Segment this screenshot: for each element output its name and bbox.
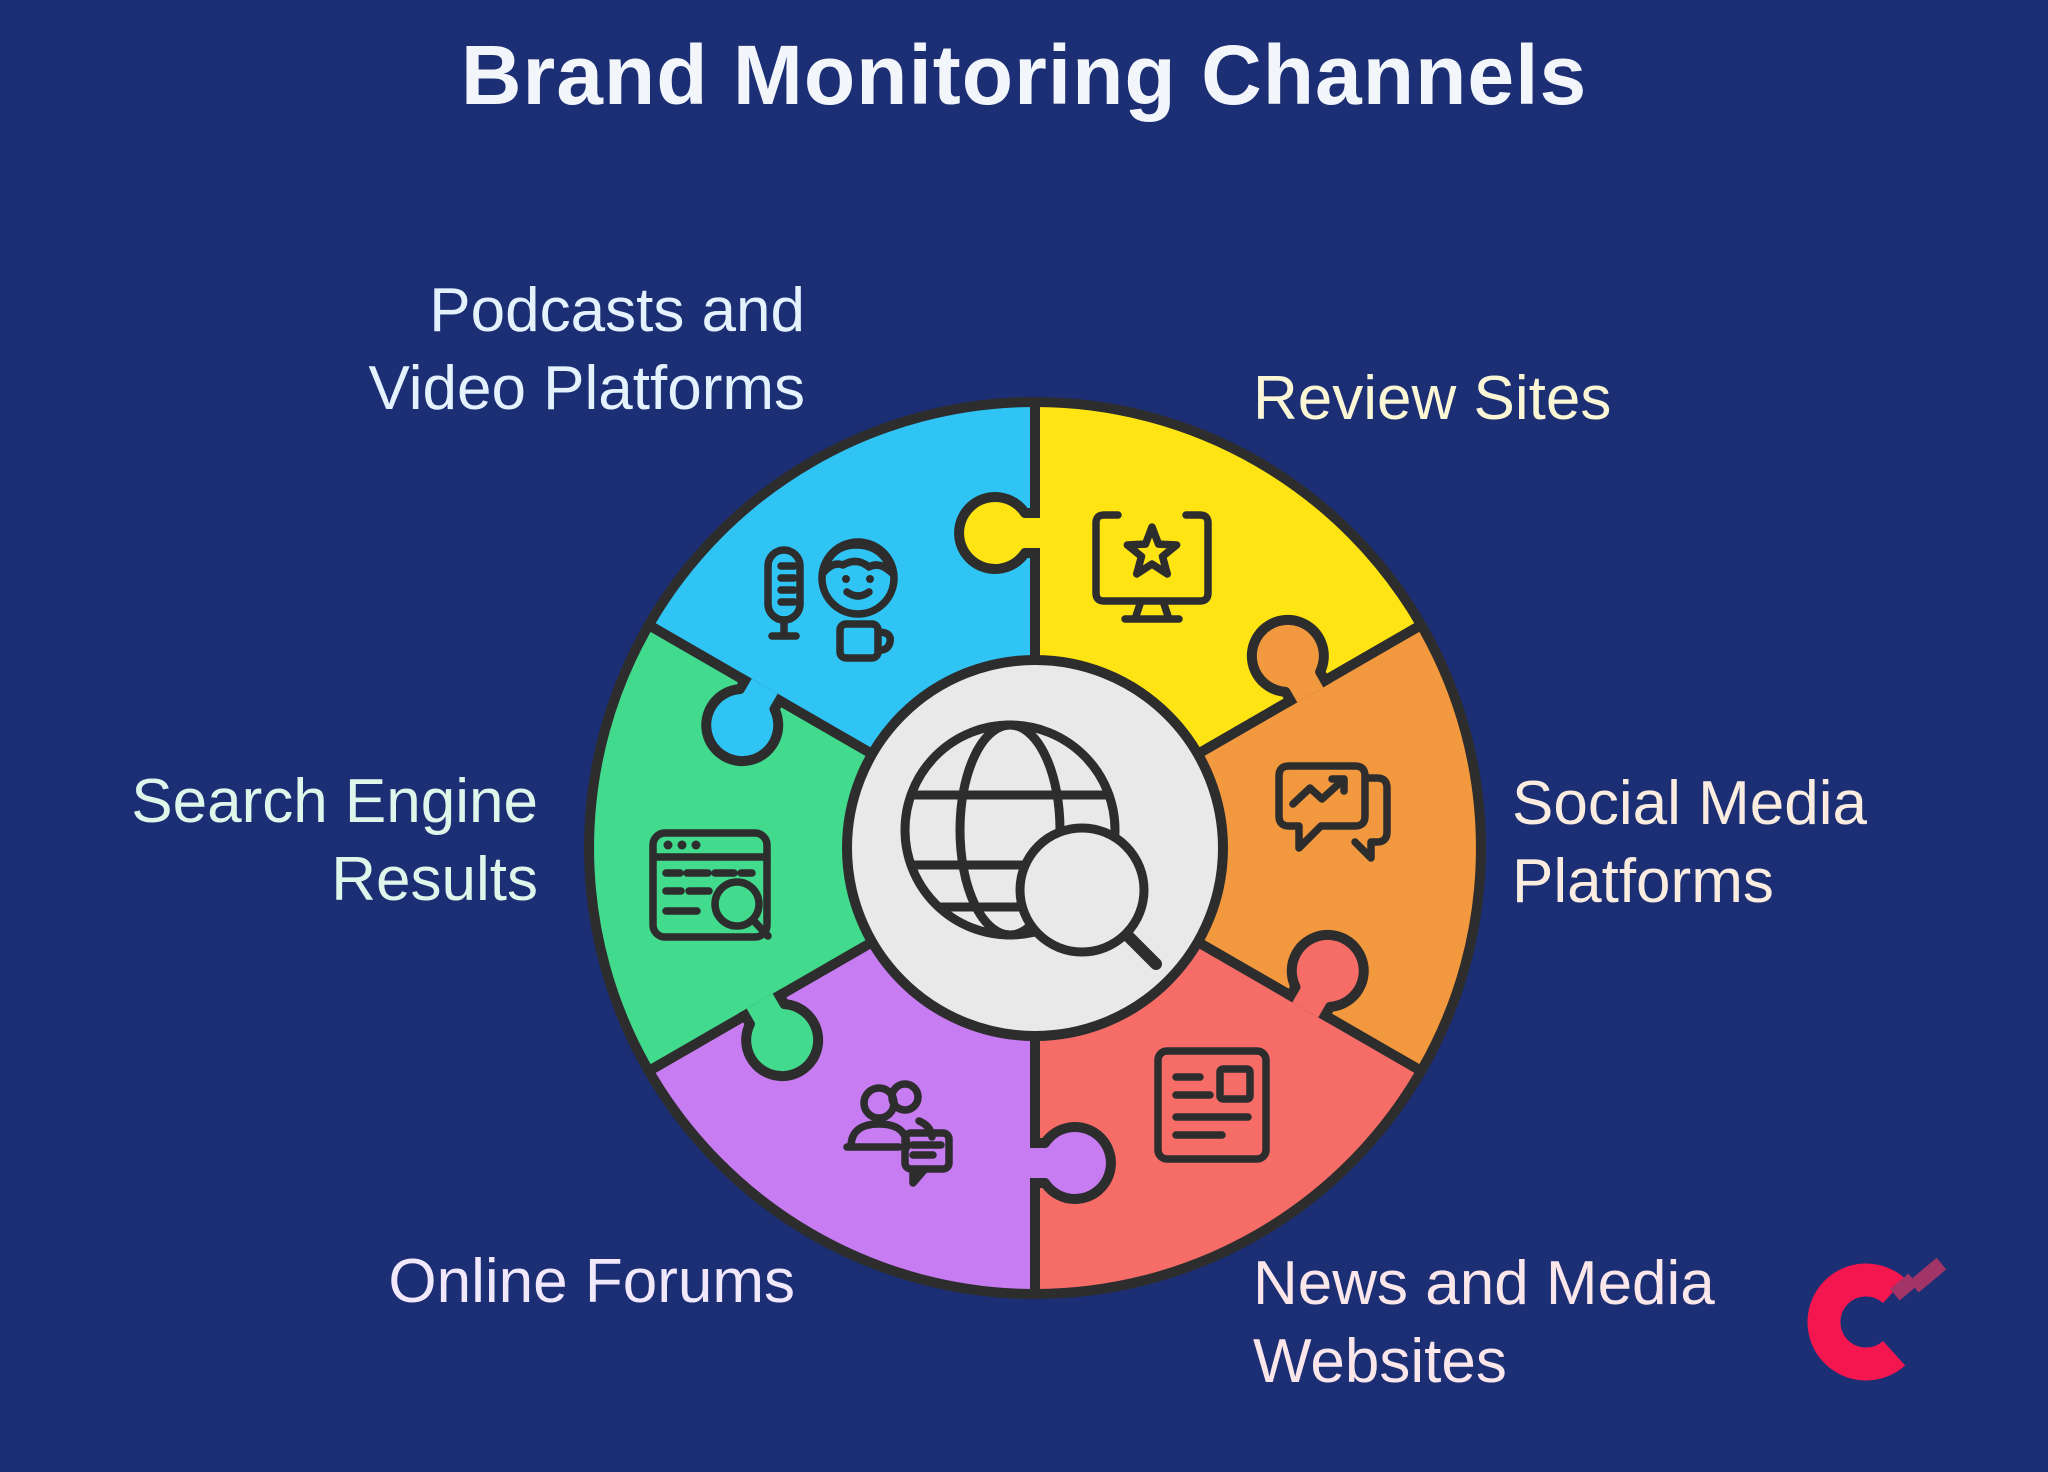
segment-search-engine-results (584, 620, 1040, 1076)
label-news-and-media-websites: News and Media Websites (1253, 1245, 1715, 1401)
newspaper-icon (1154, 1047, 1270, 1163)
tab-search-engine-results (738, 988, 824, 1082)
label-line: Platforms (1512, 847, 1774, 916)
label-online-forums: Online Forums (388, 1243, 795, 1321)
label-line: Search Engine (131, 767, 538, 836)
label-line: Websites (1253, 1327, 1507, 1396)
monitor-star-icon (1092, 511, 1212, 623)
tab-news-and-media-websites (1283, 929, 1369, 1023)
tab-social-media-platforms (1246, 614, 1332, 708)
label-line: Online Forums (388, 1247, 795, 1316)
logo-c-mark (1807, 1263, 1906, 1381)
tab-podcasts-and-video-platforms (701, 673, 787, 767)
label-line: News and Media (1253, 1249, 1715, 1318)
label-review-sites: Review Sites (1253, 360, 1611, 438)
podcast-icon (764, 538, 898, 662)
page-title: Brand Monitoring Channels (460, 28, 1588, 122)
label-podcasts-and-video-platforms: Podcasts and Video Platforms (368, 272, 805, 428)
tab-review-sites (954, 492, 1040, 574)
logo-slash-icon (1890, 1257, 1946, 1301)
label-line: Social Media (1512, 769, 1867, 838)
label-line: Podcasts and (429, 276, 805, 345)
label-line: Video Platforms (368, 354, 805, 423)
label-search-engine-results: Search Engine Results (131, 763, 538, 919)
chat-trend-icon (1275, 762, 1391, 862)
segment-social-media-platforms (1030, 620, 1486, 1076)
label-line: Review Sites (1253, 364, 1612, 433)
brand-logo (1807, 1257, 1946, 1381)
people-chat-icon (843, 1080, 953, 1187)
browser-search-icon (649, 829, 772, 941)
label-line: Results (331, 845, 538, 914)
globe-search-icon (900, 720, 1162, 970)
label-social-media-platforms: Social Media Platforms (1512, 765, 1867, 921)
tab-online-forums (1030, 1122, 1116, 1204)
